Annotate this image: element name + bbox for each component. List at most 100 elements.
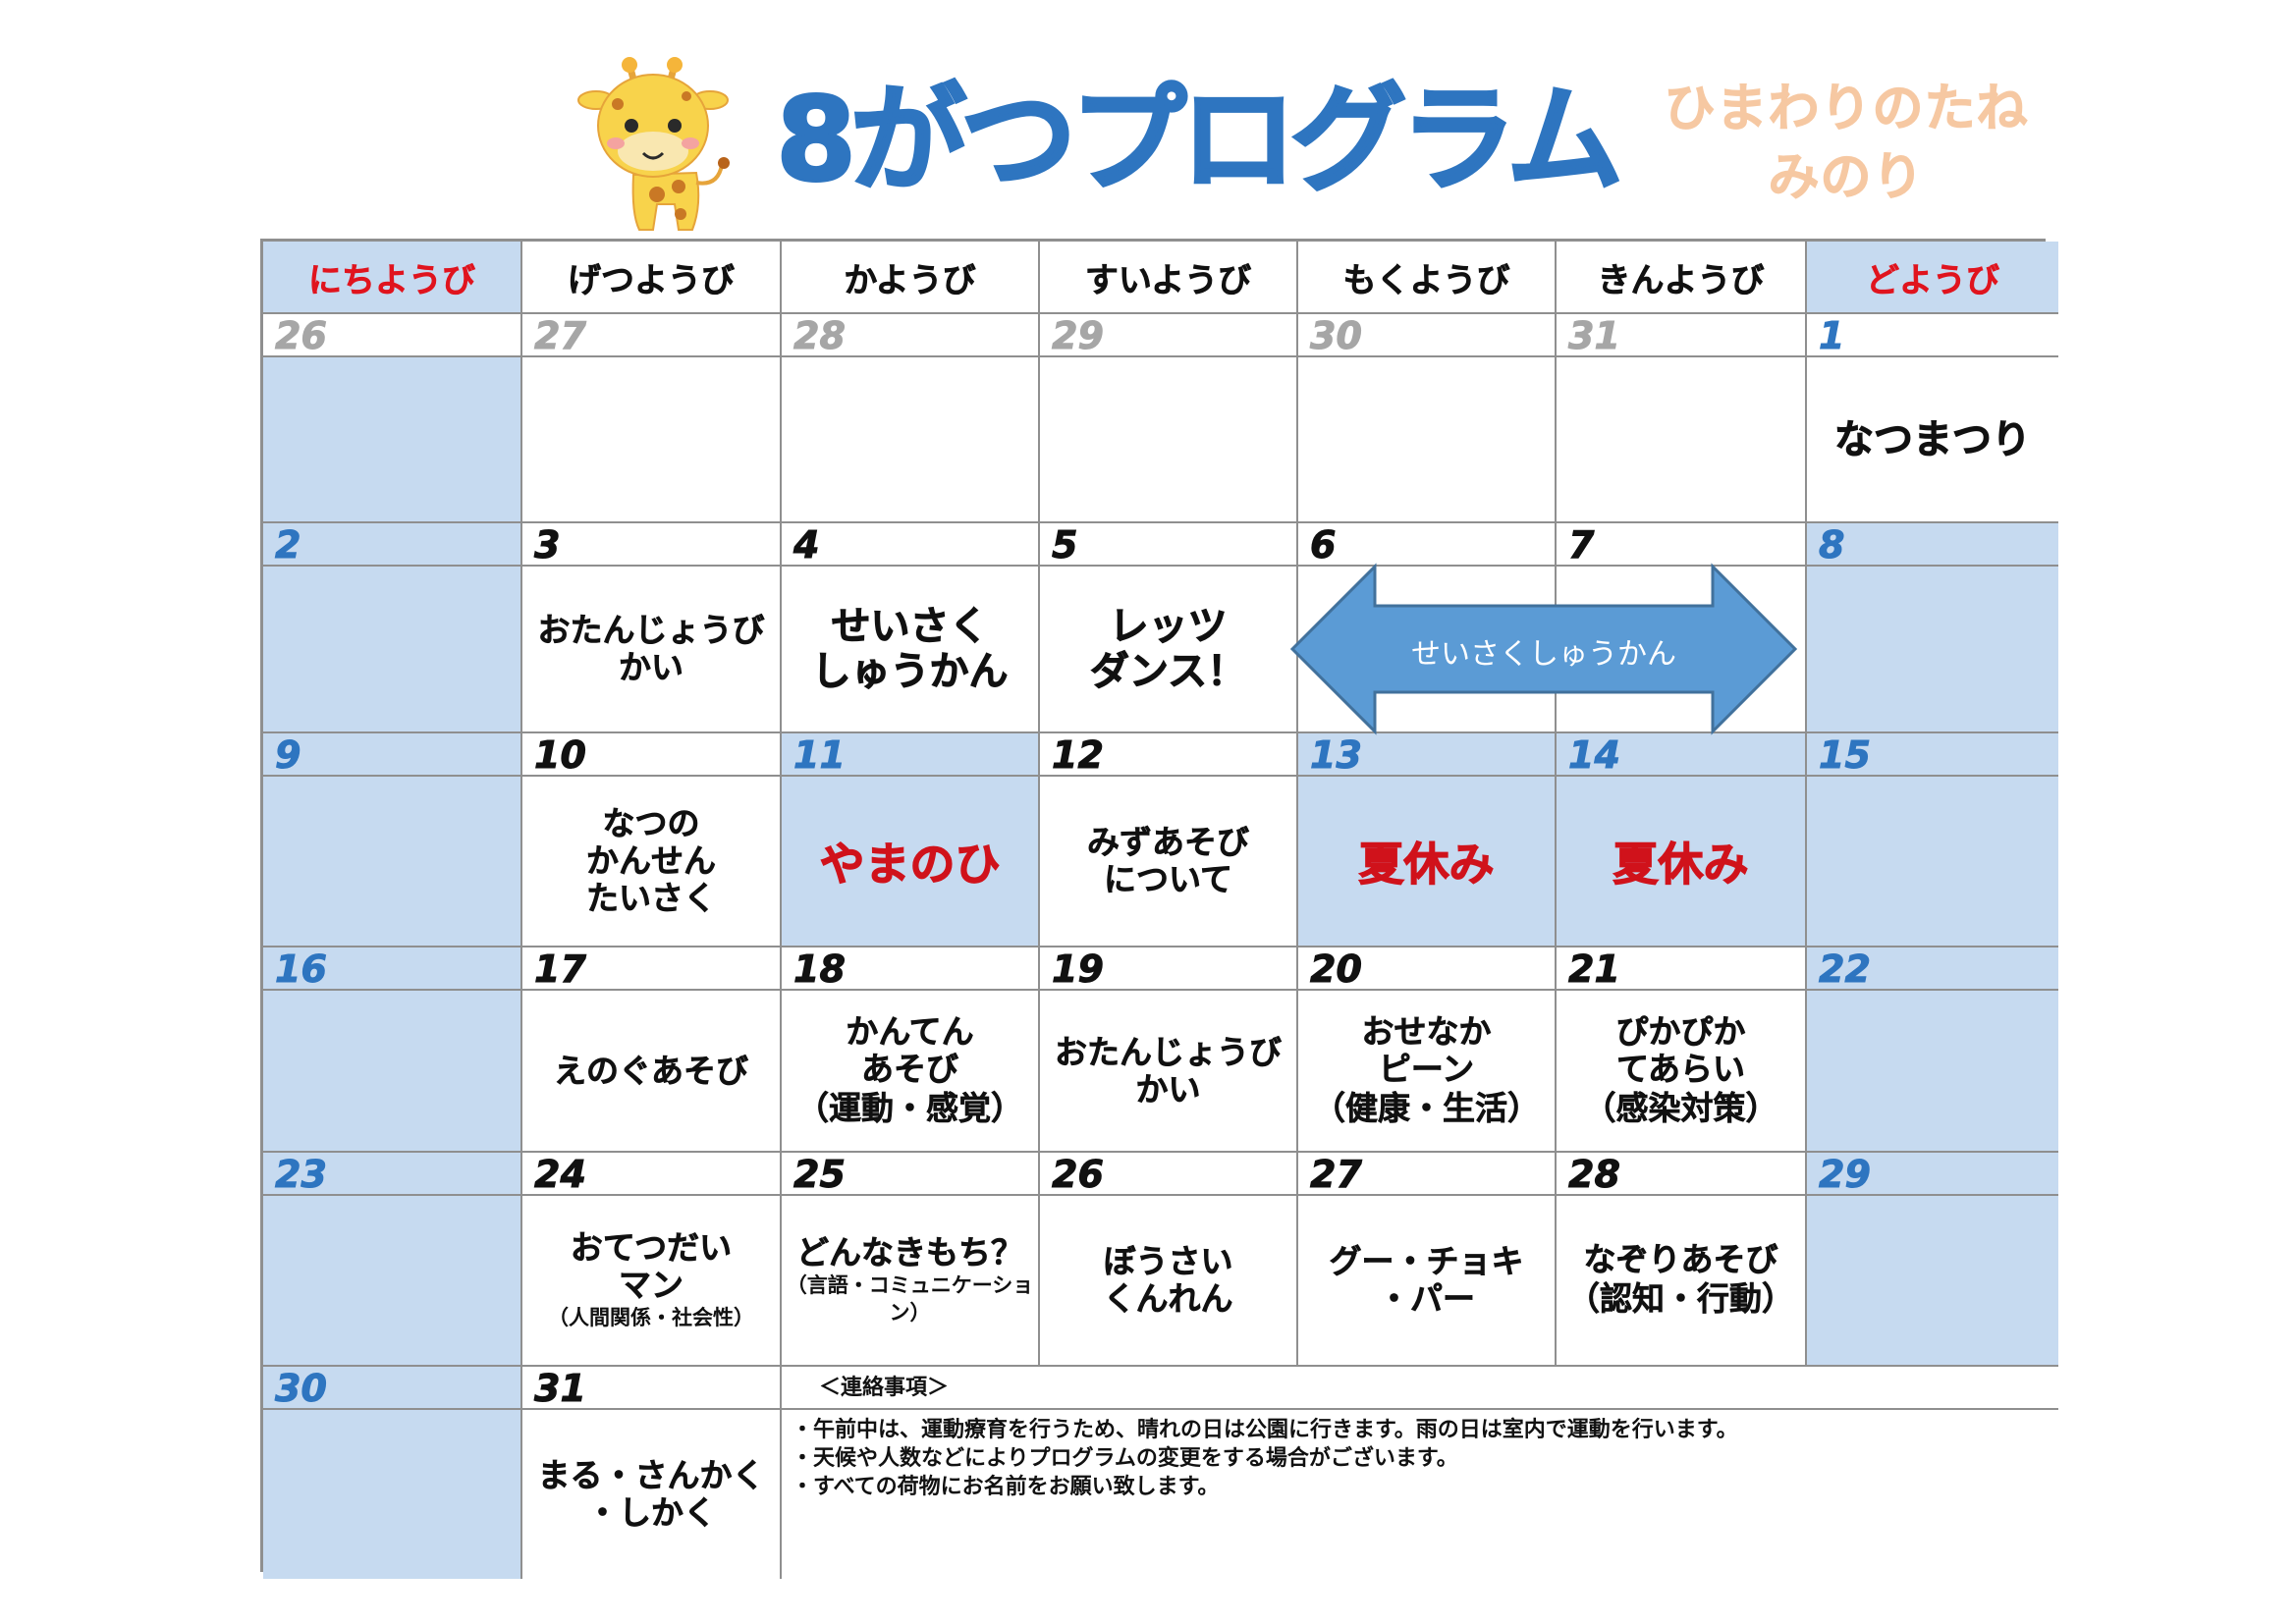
event-cell: 夏休み [1557,777,1807,947]
event-note: （感染対策） [1583,1088,1778,1127]
event-line: なつの [602,804,700,842]
event-cell [1807,991,2058,1153]
event-cell: まる・さんかく ・しかく [522,1410,782,1579]
date-cell: 5 [1040,523,1298,568]
event-cell [1807,777,2058,947]
date-cell: 22 [1807,947,2058,992]
event-cell: みずあそび について [1040,777,1298,947]
event-note: （認知・行動） [1567,1279,1795,1319]
event-cell: おてつだい マン （人間関係・社会性） [522,1196,782,1367]
event-line: くんれん [1103,1279,1233,1318]
date-cell: 11 [782,733,1040,778]
date-cell: 15 [1807,733,2058,778]
note-line: ・天候や人数などによりプログラムの変更をする場合がございます。 [792,1446,1458,1471]
date-cell: 6 [1298,523,1557,568]
holiday-label: やまのひ [819,837,1001,891]
event-cell [263,991,522,1153]
event-line: かい [619,648,684,686]
weekday-header-thursday: もくようび [1298,242,1557,314]
brand-name: ひまわりのたね みのり [1660,75,2033,212]
giraffe-icon [577,57,730,231]
production-week-arrow-label: せいさくしゅうかん [1411,637,1676,672]
date-cell: 29 [1040,314,1298,358]
date-cell: 28 [782,314,1040,358]
event-cell [263,357,522,523]
event-cell: おたんじょうび かい [522,567,782,733]
event-cell [1040,357,1298,523]
event-line: どんなきもち？ [796,1233,1024,1272]
date-cell: 26 [1040,1153,1298,1197]
page-title: 8がつプログラム [775,71,1625,209]
date-cell: 27 [1298,1153,1557,1197]
date-cell: 25 [782,1153,1040,1197]
event-cell [1557,357,1807,523]
brand-line-1: ひまわりのたね [1664,80,2029,139]
event-note: （運動・感覚） [796,1088,1024,1127]
calendar-grid: にちようび げつようび かようび すいようび もくようび きんようび どようび … [260,239,2058,1579]
date-cell: 9 [263,733,522,778]
event-line: みずあそび [1087,823,1250,861]
event-summer-festival: なつまつり [1834,416,2032,462]
event-line: おてつだい [570,1228,733,1267]
event-line: えのぐあそび [554,1051,749,1090]
weekday-header-wednesday: すいようび [1040,242,1298,314]
event-line: しゅうかん [811,649,1009,695]
event-cell: レッツ ダンス！ [1040,567,1298,733]
event-cell [782,357,1040,523]
event-line: ぼうさい [1103,1242,1233,1280]
event-cell: やまのひ [782,777,1040,947]
event-line: ・しかく [586,1493,717,1532]
event-cell: なぞりあそび （認知・行動） [1557,1196,1807,1367]
event-cell [1807,1196,2058,1367]
event-line: たいさく [586,879,717,917]
date-cell: 30 [263,1367,522,1411]
date-cell: 13 [1298,733,1557,778]
event-cell: どんなきもち？ （言語・コミュニケーション） [782,1196,1040,1367]
note-line: ・午前中は、運動療育を行うため、晴れの日は公園に行きます。雨の日は室内で運動を行… [792,1418,1738,1442]
date-cell: 19 [1040,947,1298,992]
holiday-label: 夏休み [1613,837,1749,891]
event-cell: ぼうさい くんれん [1040,1196,1298,1367]
event-cell: ぴかぴか てあらい （感染対策） [1557,991,1807,1153]
event-cell [522,357,782,523]
event-line: ・パー [1378,1279,1476,1318]
weekday-header-sunday: にちようび [263,242,522,314]
event-line: おたんじょうび [537,611,765,649]
event-line: レッツ [1109,604,1228,650]
date-cell: 21 [1557,947,1807,992]
date-cell: 20 [1298,947,1557,992]
event-line: マン [619,1266,684,1304]
event-cell: おせなか ピーン （健康・生活） [1298,991,1557,1153]
date-cell: 12 [1040,733,1298,778]
weekday-header-saturday: どようび [1807,242,2058,314]
date-cell: 31 [1557,314,1807,358]
event-cell [263,567,522,733]
event-cell: 夏休み [1298,777,1557,947]
date-cell: 31 [522,1367,782,1411]
double-arrow-icon [1289,563,1798,735]
date-cell: 27 [522,314,782,358]
event-cell [263,777,522,947]
date-cell: 4 [782,523,1040,568]
event-cell [263,1410,522,1579]
weekday-header-monday: げつようび [522,242,782,314]
event-line: ダンス！ [1089,649,1247,695]
date-cell: 17 [522,947,782,992]
holiday-label: 夏休み [1358,837,1495,891]
event-line: なぞりあそび [1583,1240,1778,1278]
weekday-header-friday: きんようび [1557,242,1807,314]
event-cell [1807,567,2058,733]
event-line: せいさく [831,604,989,650]
event-line: グー・チョキ [1329,1242,1524,1280]
weekday-header-tuesday: かようび [782,242,1040,314]
event-line: ピーン [1378,1049,1475,1088]
event-line: おたんじょうび [1055,1032,1283,1071]
event-cell [263,1196,522,1367]
event-cell: せいさく しゅうかん [782,567,1040,733]
event-line: おせなか [1361,1011,1492,1051]
event-line: について [1103,860,1233,898]
date-cell: 1 [1807,314,2058,358]
notes-heading: ＜連絡事項＞ [782,1367,2058,1410]
event-cell: かんてん あそび （運動・感覚） [782,991,1040,1153]
date-cell: 30 [1298,314,1557,358]
